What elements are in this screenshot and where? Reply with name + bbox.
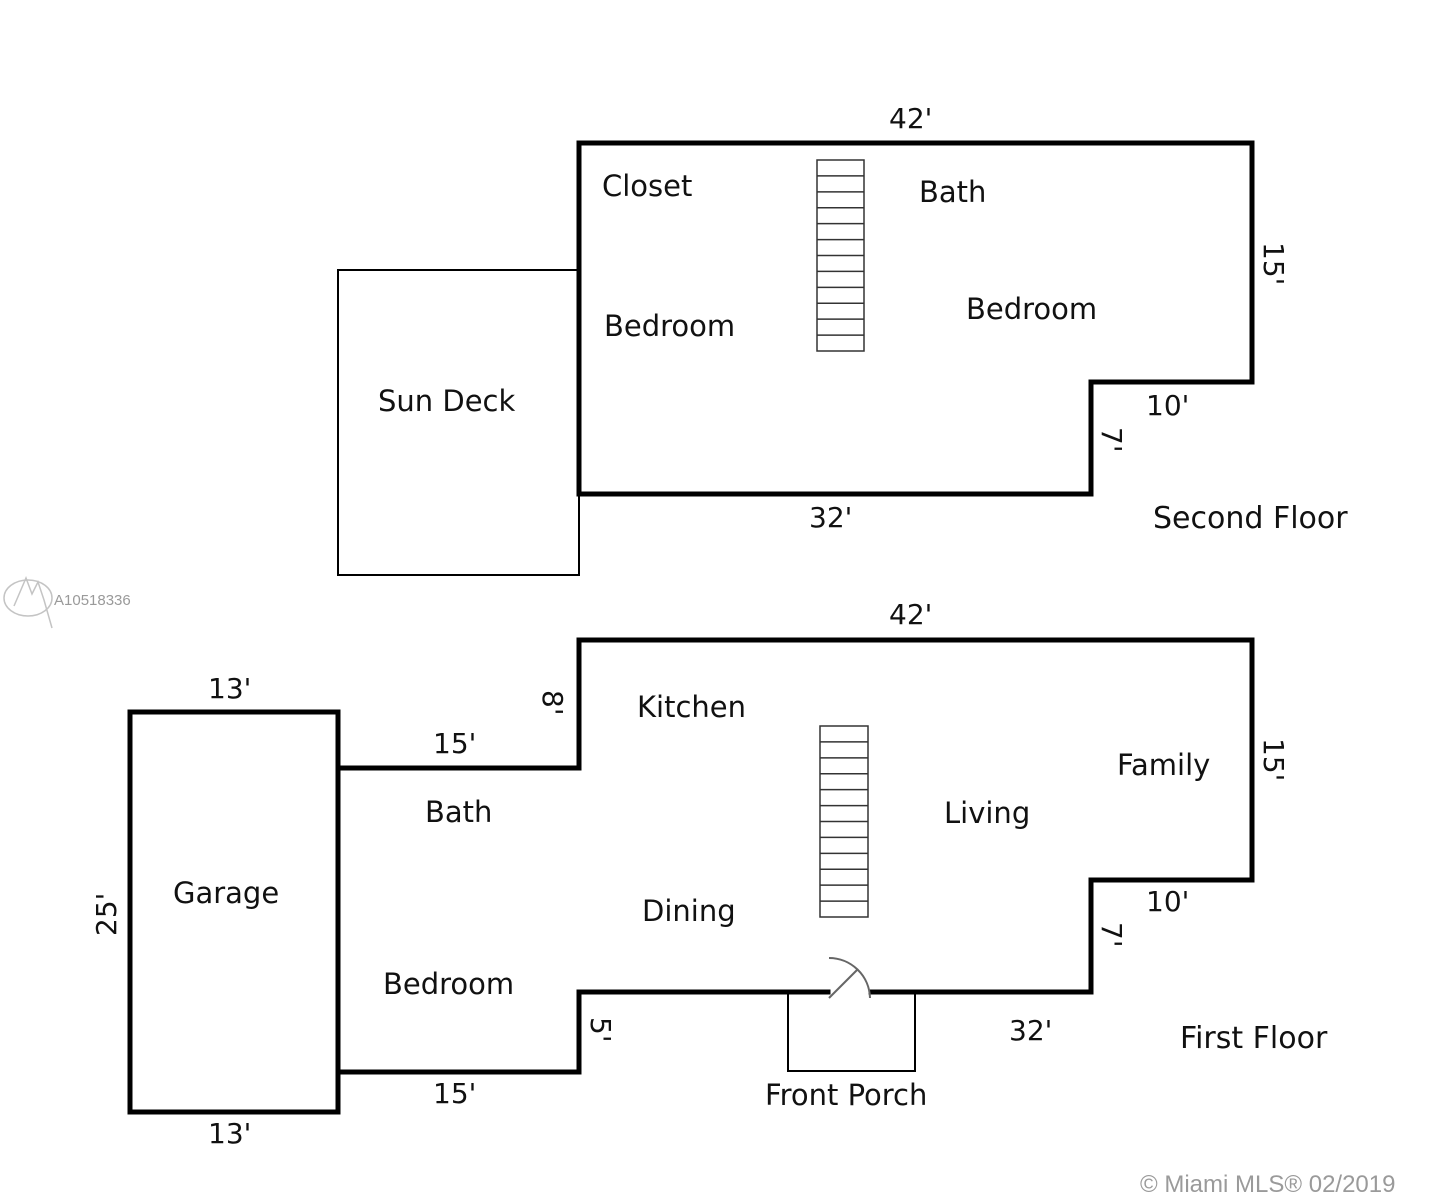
room-bath-downstairs: Bath [425,795,492,829]
dim-garage-side: 25' [90,893,123,936]
second-floor: Closet Bath Bedroom Bedroom Sun Deck 42'… [337,102,1348,576]
room-garage: Garage [173,876,279,910]
room-bedroom-upstairs-left: Bedroom [604,309,735,343]
dim-second-right: 15' [1257,242,1290,285]
second-floor-walls [576,140,1255,497]
first-floor-label: First Floor [1180,1021,1328,1056]
dim-garage-bottom: 13' [208,1117,251,1150]
room-family: Family [1117,748,1210,782]
dim-garage-top: 13' [208,672,251,705]
door-swing-arc [828,957,871,999]
dim-first-bottom-right: 32' [1009,1014,1052,1047]
dim-first-upper-step: 8' [536,690,569,716]
room-kitchen: Kitchen [637,690,746,724]
room-closet: Closet [602,169,692,203]
room-sun-deck: Sun Deck [378,384,516,418]
dim-first-lower-step: 5' [584,1017,617,1043]
room-bedroom-upstairs-right: Bedroom [966,292,1097,326]
dim-first-upper-left: 15' [433,727,476,760]
dim-first-notch-side: 7' [1095,922,1128,948]
room-bath-upstairs: Bath [919,175,986,209]
front-door[interactable] [828,957,871,999]
dim-first-top: 42' [889,598,932,631]
second-floor-stairs [816,159,865,352]
room-dining: Dining [642,894,736,928]
dim-first-lower-left: 15' [433,1077,476,1110]
mls-logo-icon [3,575,53,629]
first-floor-stairs [819,725,869,918]
dim-first-notch-top: 10' [1146,885,1189,918]
room-bedroom-downstairs: Bedroom [383,967,514,1001]
dim-second-bottom: 32' [809,501,852,534]
second-floor-label: Second Floor [1153,501,1348,536]
dim-first-right: 15' [1257,738,1290,781]
dim-second-notch-side: 7' [1095,427,1128,453]
dim-second-notch-top: 10' [1146,389,1189,422]
sun-deck-outline [337,269,580,576]
copyright-notice: © Miami MLS® 02/2019 [1140,1171,1395,1198]
garage-outline [127,709,341,1115]
room-front-porch: Front Porch [765,1078,927,1112]
dim-second-top: 42' [889,102,932,135]
first-floor: Kitchen Family Living Bath Dining Bedroo… [90,598,1328,1150]
room-living: Living [944,796,1030,830]
door-leaf [828,968,859,999]
mls-watermark: A10518336 © Miami MLS® 02/2019 [3,575,1395,1198]
first-floor-walls [335,637,1255,1075]
front-porch-outline [787,992,916,1072]
listing-id: A10518336 [54,592,131,609]
